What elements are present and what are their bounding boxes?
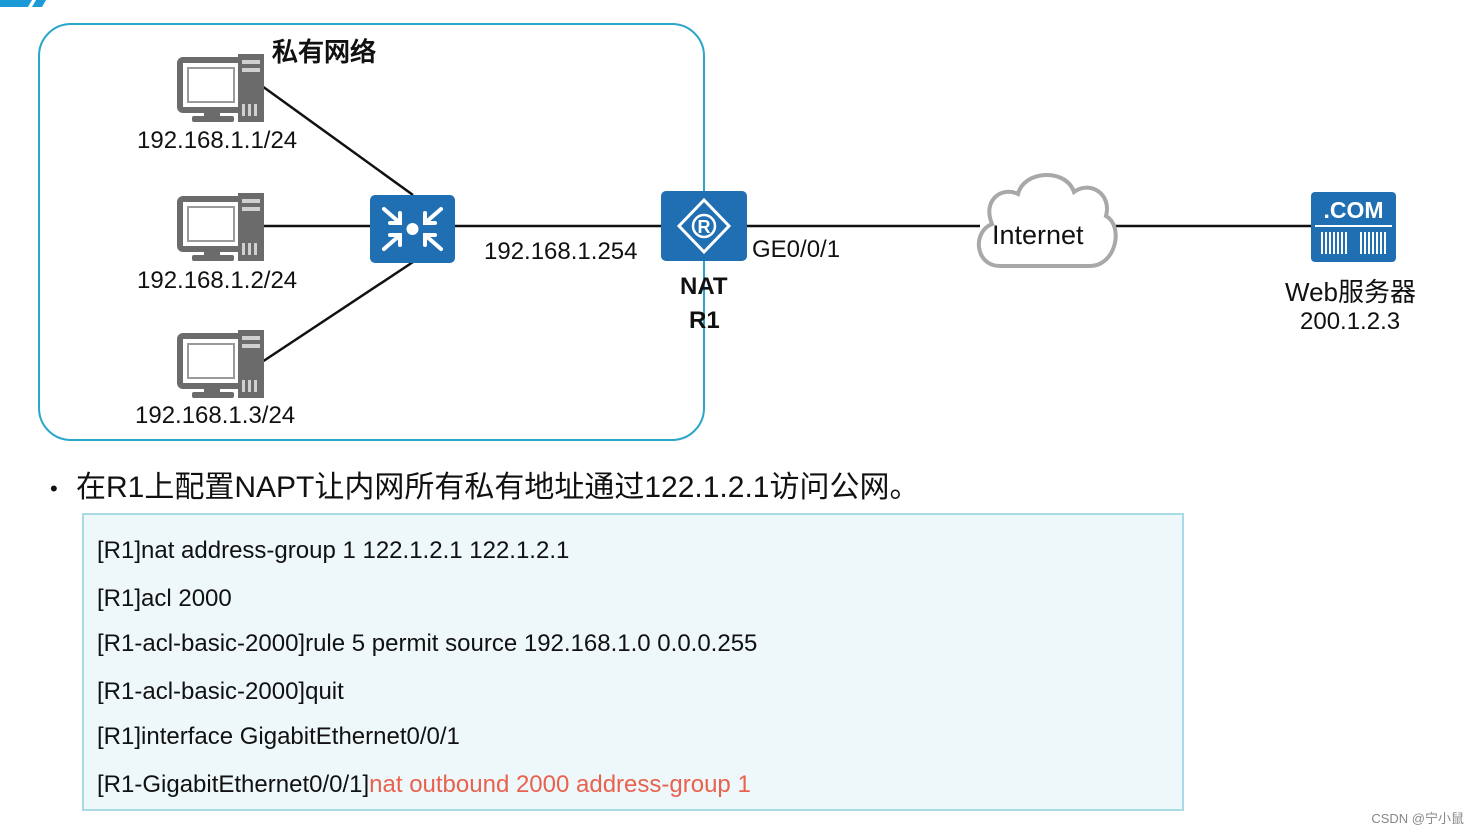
bullet-icon: • bbox=[50, 476, 58, 502]
command-line: [R1]nat address-group 1 122.1.2.1 122.1.… bbox=[97, 537, 569, 565]
svg-text:R: R bbox=[698, 217, 711, 237]
private-network-title: 私有网络 bbox=[272, 37, 377, 67]
web-server-icon: .COM bbox=[1311, 192, 1396, 262]
web-server-ip: 200.1.2.3 bbox=[1300, 308, 1401, 335]
web-server-name: Web服务器 bbox=[1285, 277, 1416, 307]
command-text: [R1-acl-basic-2000]rule 5 permit source … bbox=[97, 630, 758, 657]
command-line: [R1-GigabitEthernet0/0/1]nat outbound 20… bbox=[97, 771, 751, 799]
command-box: [R1]nat address-group 1 122.1.2.1 122.1.… bbox=[82, 513, 1184, 811]
task-bullet: • 在R1上配置NAPT让内网所有私有地址通过122.1.2.1访问公网。 bbox=[50, 462, 919, 506]
link-pc3-switch bbox=[261, 260, 414, 364]
command-text: [R1]nat address-group 1 122.1.2.1 122.1.… bbox=[97, 537, 570, 564]
pc-icon bbox=[177, 330, 264, 398]
cloud-icon bbox=[976, 173, 1118, 268]
internet-label: Internet bbox=[992, 220, 1084, 250]
pc-icon bbox=[177, 54, 264, 122]
links bbox=[261, 84, 1311, 364]
router-icon: R bbox=[661, 191, 747, 261]
command-line: [R1]interface GigabitEthernet0/0/1 bbox=[97, 723, 460, 751]
command-text: [R1-GigabitEthernet0/0/1] bbox=[97, 771, 370, 798]
pc-icon bbox=[177, 193, 264, 261]
router-role-label: NAT bbox=[680, 273, 728, 300]
corner-decoration bbox=[0, 0, 46, 7]
pc-ip-label: 192.168.1.1/24 bbox=[137, 127, 298, 154]
pc-ip-label: 192.168.1.2/24 bbox=[137, 267, 298, 294]
command-text: [R1]interface GigabitEthernet0/0/1 bbox=[97, 723, 460, 750]
task-text: 在R1上配置NAPT让内网所有私有地址通过122.1.2.1访问公网。 bbox=[76, 471, 920, 504]
watermark: CSDN @宁小鼠 bbox=[1371, 811, 1464, 826]
command-line: [R1]acl 2000 bbox=[97, 585, 232, 613]
command-line: [R1-acl-basic-2000]rule 5 permit source … bbox=[97, 630, 757, 658]
switch-router-link-ip: 192.168.1.254 bbox=[484, 238, 638, 265]
switch-icon bbox=[370, 195, 455, 263]
command-text: [R1]acl 2000 bbox=[97, 585, 232, 612]
command-line: [R1-acl-basic-2000]quit bbox=[97, 678, 344, 706]
network-diagram: R .COM bbox=[38, 23, 1396, 441]
svg-text:.COM: .COM bbox=[1323, 197, 1383, 223]
router-name-label: R1 bbox=[689, 307, 720, 334]
command-text: [R1-acl-basic-2000]quit bbox=[97, 678, 344, 705]
router-port-label: GE0/0/1 bbox=[752, 236, 841, 263]
pc-ip-label: 192.168.1.3/24 bbox=[135, 402, 296, 429]
command-highlight: nat outbound 2000 address-group 1 bbox=[369, 771, 751, 798]
link-pc1-switch bbox=[261, 84, 414, 197]
